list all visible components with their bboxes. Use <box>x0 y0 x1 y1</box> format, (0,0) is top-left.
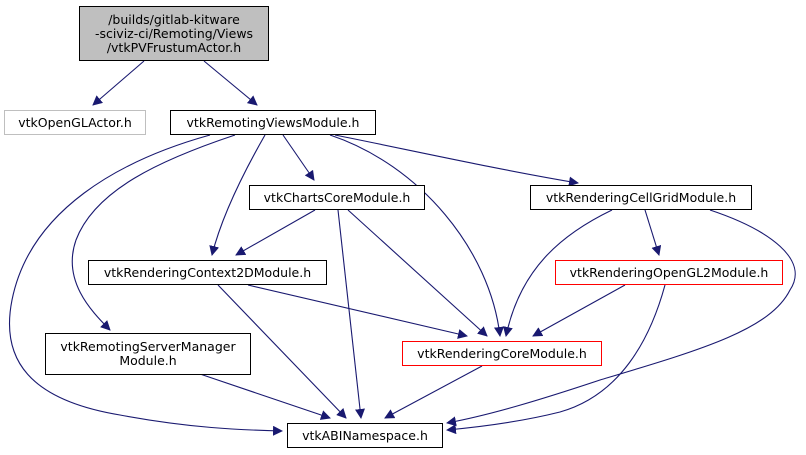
edge-root-remoting-views <box>203 60 258 106</box>
edge-remoting-views-abi <box>8 134 283 436</box>
edge-charts-core-abi <box>337 209 365 419</box>
node-vtk-rendering-context2d-module[interactable]: vtkRenderingContext2DModule.h <box>88 260 327 285</box>
edge-server-manager-abi <box>199 373 331 420</box>
edge-context2d-rendering-core <box>247 284 468 339</box>
node-vtk-remoting-views-module[interactable]: vtkRemotingViewsModule.h <box>170 110 376 135</box>
edge-charts-core-rendering-core <box>347 209 488 337</box>
edge-cellgrid-abi <box>446 209 796 427</box>
edge-cellgrid-rendering-core <box>502 209 613 337</box>
edge-remoting-views-charts-core <box>282 134 315 181</box>
edge-remoting-views-server-manager <box>71 134 236 331</box>
edge-context2d-abi <box>217 284 347 419</box>
edge-opengl2-rendering-core <box>532 284 626 337</box>
edge-remoting-views-rendering-core <box>329 134 504 337</box>
node-vtk-charts-core-module[interactable]: vtkChartsCoreModule.h <box>249 185 425 210</box>
node-vtk-abi-namespace[interactable]: vtkABINamespace.h <box>287 423 443 448</box>
node-root-file[interactable]: /builds/gitlab-kitware -sciviz-ci/Remoti… <box>79 6 269 61</box>
edge-root-opengl-actor <box>92 60 145 106</box>
edge-cellgrid-opengl2 <box>644 209 662 256</box>
node-vtk-opengl-actor[interactable]: vtkOpenGLActor.h <box>4 110 146 135</box>
node-vtk-rendering-opengl2-module[interactable]: vtkRenderingOpenGL2Module.h <box>555 260 783 285</box>
edge-remoting-views-cellgrid <box>334 134 579 187</box>
edge-rendering-core-abi <box>384 365 483 419</box>
edge-charts-core-context2d <box>235 209 316 256</box>
node-vtk-rendering-core-module[interactable]: vtkRenderingCoreModule.h <box>402 341 602 366</box>
node-vtk-rendering-cellgrid-module[interactable]: vtkRenderingCellGridModule.h <box>530 185 752 210</box>
edge-remoting-views-context2d <box>209 134 266 256</box>
edge-opengl2-abi <box>446 284 666 435</box>
node-vtk-remoting-server-manager-module[interactable]: vtkRemotingServerManager Module.h <box>45 333 251 375</box>
